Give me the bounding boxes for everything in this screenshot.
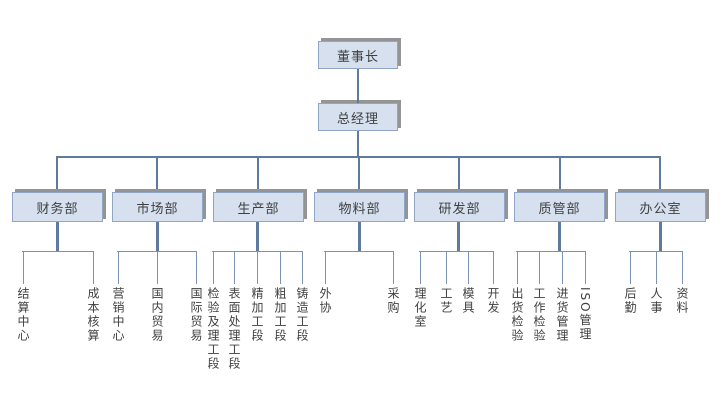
connector-line — [196, 251, 197, 284]
org-leaf[interactable]: 表面处理工段 — [227, 287, 241, 371]
org-leaf[interactable]: 结算中心 — [16, 287, 30, 343]
org-leaf[interactable]: 后勤 — [623, 287, 637, 315]
connector-line — [256, 222, 259, 252]
connector-line — [156, 158, 158, 192]
connector-line — [558, 222, 561, 252]
connector-line — [357, 69, 359, 103]
org-leaf[interactable]: 进货管理 — [555, 287, 569, 343]
org-leaf[interactable]: 国际贸易 — [189, 287, 203, 343]
connector-line — [118, 251, 119, 284]
connector-line — [22, 251, 94, 252]
org-leaf[interactable]: 工作检验 — [532, 287, 546, 343]
connector-line — [357, 131, 359, 157]
org-node-quality-dept[interactable]: 质管部 — [514, 192, 605, 222]
connector-line — [56, 222, 59, 252]
org-leaf[interactable]: ISO管理 — [578, 287, 592, 342]
connector-line — [358, 158, 360, 192]
org-leaf[interactable]: 成本核算 — [86, 287, 100, 343]
org-leaf[interactable]: 精加工段 — [250, 287, 264, 343]
connector-line — [539, 251, 540, 284]
connector-line — [257, 158, 259, 192]
connector-line — [659, 158, 661, 192]
connector-line — [393, 251, 394, 284]
org-leaf[interactable]: 理化室 — [413, 287, 427, 329]
org-node-general-manager[interactable]: 总经理 — [318, 103, 398, 131]
org-leaf[interactable]: 国内贸易 — [150, 287, 164, 343]
org-leaf[interactable]: 工艺 — [439, 287, 453, 315]
org-leaf[interactable]: 检验及理工段 — [206, 287, 220, 371]
connector-line — [213, 251, 214, 284]
connector-line — [656, 251, 657, 284]
connector-line — [93, 251, 94, 284]
connector-line — [325, 251, 326, 284]
org-node-materials-dept[interactable]: 物料部 — [314, 192, 405, 222]
org-node-finance-dept[interactable]: 财务部 — [12, 192, 103, 222]
connector-line — [358, 222, 361, 252]
connector-line — [457, 222, 460, 252]
connector-line — [257, 251, 258, 284]
org-leaf[interactable]: 粗加工段 — [273, 287, 287, 343]
org-node-production-dept[interactable]: 生产部 — [213, 192, 304, 222]
org-leaf[interactable]: 开发 — [486, 287, 500, 315]
connector-line — [23, 251, 24, 284]
connector-line — [419, 251, 494, 252]
connector-line — [280, 251, 281, 284]
connector-line — [458, 158, 460, 192]
connector-line — [559, 158, 561, 192]
org-leaf[interactable]: 外协 — [318, 287, 332, 315]
org-leaf[interactable]: 模具 — [461, 287, 475, 315]
org-leaf[interactable]: 采购 — [386, 287, 400, 315]
connector-line — [56, 158, 58, 192]
trunk-connector-line — [56, 156, 661, 158]
connector-line — [682, 251, 683, 284]
connector-line — [659, 222, 662, 252]
connector-line — [493, 251, 494, 284]
org-node-rnd-dept[interactable]: 研发部 — [414, 192, 505, 222]
connector-line — [446, 251, 447, 284]
connector-line — [302, 251, 303, 284]
connector-line — [517, 251, 518, 284]
connector-line — [468, 251, 469, 284]
connector-line — [630, 251, 631, 284]
org-leaf[interactable]: 营销中心 — [111, 287, 125, 343]
connector-line — [562, 251, 563, 284]
connector-line — [420, 251, 421, 284]
org-leaf[interactable]: 出货检验 — [510, 287, 524, 343]
connector-line — [156, 222, 159, 252]
connector-line — [516, 251, 586, 252]
org-leaf[interactable]: 铸造工段 — [295, 287, 309, 343]
org-leaf[interactable]: 资料 — [675, 287, 689, 315]
org-leaf[interactable]: 人事 — [649, 287, 663, 315]
org-node-office-dept[interactable]: 办公室 — [615, 192, 706, 222]
connector-line — [324, 251, 394, 252]
org-node-chairman[interactable]: 董事长 — [318, 41, 398, 69]
connector-line — [585, 251, 586, 284]
connector-line — [234, 251, 235, 284]
org-node-marketing-dept[interactable]: 市场部 — [112, 192, 203, 222]
connector-line — [157, 251, 158, 284]
